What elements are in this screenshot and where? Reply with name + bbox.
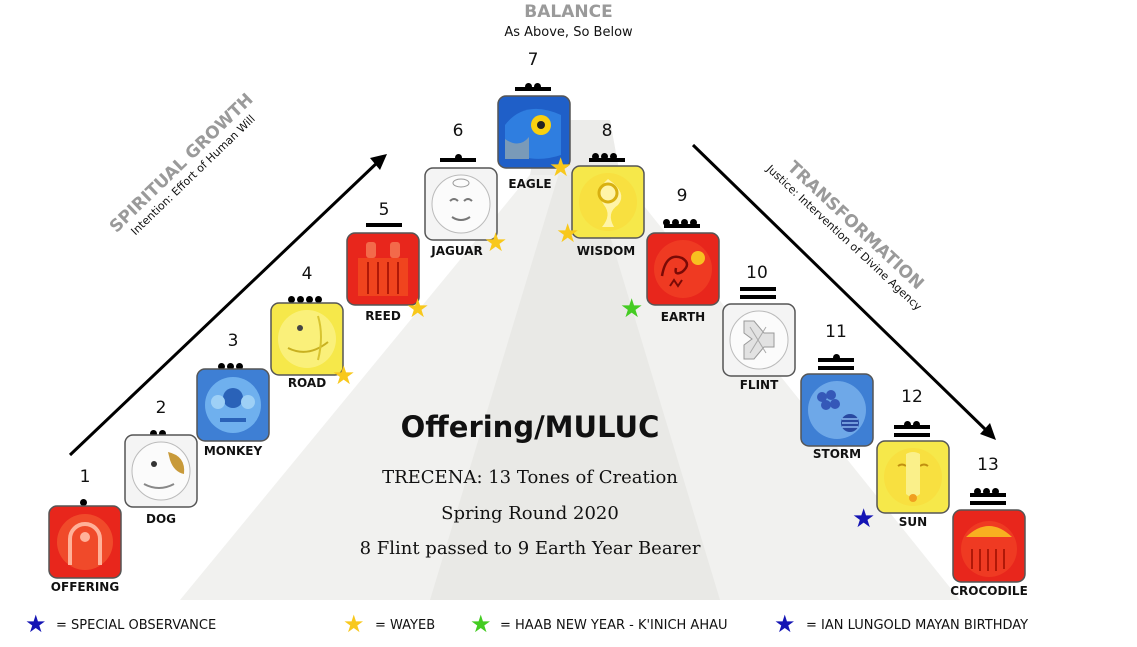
tone-bar-6 bbox=[440, 158, 476, 162]
legend-yellow-star-icon: ★ bbox=[343, 610, 365, 638]
tone-dots-2 bbox=[149, 422, 167, 441]
tone-bar-7 bbox=[515, 87, 551, 91]
transformation-arrow-line bbox=[691, 143, 990, 434]
tone-number-4: 4 bbox=[301, 264, 313, 284]
offering-glyph bbox=[48, 505, 122, 579]
birthday-star-sun-icon: ★ bbox=[852, 504, 876, 534]
growth-arrow-line bbox=[68, 158, 382, 457]
sign-label-crocodile: CROCODILE bbox=[950, 584, 1028, 598]
tone-bar-11a bbox=[818, 358, 854, 362]
tone-dots-1 bbox=[79, 491, 88, 510]
tone-bar-5 bbox=[366, 223, 402, 227]
sign-label-monkey: MONKEY bbox=[203, 444, 263, 458]
monkey-glyph bbox=[196, 368, 270, 442]
crocodile-glyph bbox=[952, 509, 1026, 583]
sign-label-jaguar: JAGUAR bbox=[431, 244, 483, 258]
tone-dots-12 bbox=[903, 413, 921, 432]
wayeb-star-road-icon: ★ bbox=[332, 361, 356, 391]
sign-label-dog: DOG bbox=[145, 512, 176, 526]
flint-glyph bbox=[722, 303, 796, 377]
tone-dots-9 bbox=[662, 211, 698, 230]
sun-glyph bbox=[876, 440, 950, 514]
sign-label-sun: SUN bbox=[898, 515, 928, 529]
tone-number-1: 1 bbox=[79, 467, 91, 487]
tone-bar-11b bbox=[818, 366, 854, 370]
reed-glyph bbox=[346, 232, 420, 306]
center-line-3: 8 Flint passed to 9 Earth Year Bearer bbox=[359, 538, 701, 559]
legend-haab-new-year: = HAAB NEW YEAR - K'INICH AHAU bbox=[500, 618, 728, 633]
tone-bar-12a bbox=[894, 425, 930, 429]
wayeb-star-wisdom-icon: ★ bbox=[556, 219, 580, 249]
sign-label-earth: EARTH bbox=[660, 310, 706, 324]
tone-number-3: 3 bbox=[227, 331, 239, 351]
sign-label-eagle: EAGLE bbox=[508, 177, 552, 191]
tone-dots-11 bbox=[832, 346, 841, 365]
balance-title: BALANCE bbox=[524, 2, 613, 22]
tone-bar-8 bbox=[589, 158, 625, 162]
tone-number-11: 11 bbox=[825, 322, 847, 342]
legend-wayeb: = WAYEB bbox=[375, 618, 436, 633]
tone-number-6: 6 bbox=[452, 121, 464, 141]
tone-number-2: 2 bbox=[155, 398, 167, 418]
tone-bar-9 bbox=[664, 224, 700, 228]
wayeb-star-eagle-icon: ★ bbox=[549, 153, 573, 183]
tone-bar-13a bbox=[970, 493, 1006, 497]
sign-label-storm: STORM bbox=[812, 447, 862, 461]
tone-number-13: 13 bbox=[977, 455, 999, 475]
wayeb-star-reed-icon: ★ bbox=[406, 294, 430, 324]
dog-glyph bbox=[124, 434, 198, 508]
center-line-2: Spring Round 2020 bbox=[441, 503, 619, 524]
tone-number-12: 12 bbox=[901, 387, 923, 407]
tone-number-7: 7 bbox=[527, 50, 539, 70]
legend-blue-star-icon: ★ bbox=[25, 610, 47, 638]
tone-dots-13 bbox=[973, 480, 1000, 499]
center-line-1: TRECENA: 13 Tones of Creation bbox=[382, 467, 678, 488]
tone-bar-12b bbox=[894, 433, 930, 437]
legend-special-observance: = SPECIAL OBSERVANCE bbox=[56, 618, 217, 633]
tone-bar-10b bbox=[740, 295, 776, 299]
growth-arrow-head bbox=[370, 154, 387, 170]
sign-label-wisdom: WISDOM bbox=[576, 244, 636, 258]
tone-number-5: 5 bbox=[378, 200, 390, 220]
center-title: Offering/MULUC bbox=[400, 410, 660, 444]
legend-green-star-icon: ★ bbox=[470, 610, 492, 638]
earth-glyph bbox=[646, 232, 720, 306]
tone-bar-13b bbox=[970, 501, 1006, 505]
tone-dots-3 bbox=[217, 355, 244, 374]
tone-number-8: 8 bbox=[601, 121, 613, 141]
tone-dots-8 bbox=[591, 145, 618, 164]
tone-dots-4 bbox=[287, 288, 323, 307]
road-glyph bbox=[270, 302, 344, 376]
transformation-arrow-head bbox=[980, 423, 996, 440]
sign-label-road: ROAD bbox=[287, 376, 327, 390]
legend-blue-star-2-icon: ★ bbox=[774, 610, 796, 638]
tone-dots-7 bbox=[524, 75, 542, 94]
balance-subtitle: As Above, So Below bbox=[504, 25, 633, 40]
haab-star-earth-icon: ★ bbox=[620, 294, 644, 324]
storm-glyph bbox=[800, 373, 874, 447]
legend-birthday: = IAN LUNGOLD MAYAN BIRTHDAY bbox=[806, 618, 1029, 633]
wayeb-star-jaguar-icon: ★ bbox=[484, 228, 508, 258]
jaguar-glyph bbox=[424, 167, 498, 241]
sign-label-offering: OFFERING bbox=[50, 580, 120, 594]
sign-label-flint: FLINT bbox=[739, 378, 779, 392]
eagle-glyph bbox=[497, 95, 571, 169]
tone-number-9: 9 bbox=[676, 186, 688, 206]
tone-bar-10a bbox=[740, 287, 776, 291]
sign-label-reed: REED bbox=[365, 309, 401, 323]
wisdom-glyph bbox=[571, 165, 645, 239]
tone-number-10: 10 bbox=[746, 263, 768, 283]
tone-dots-6 bbox=[454, 146, 463, 165]
